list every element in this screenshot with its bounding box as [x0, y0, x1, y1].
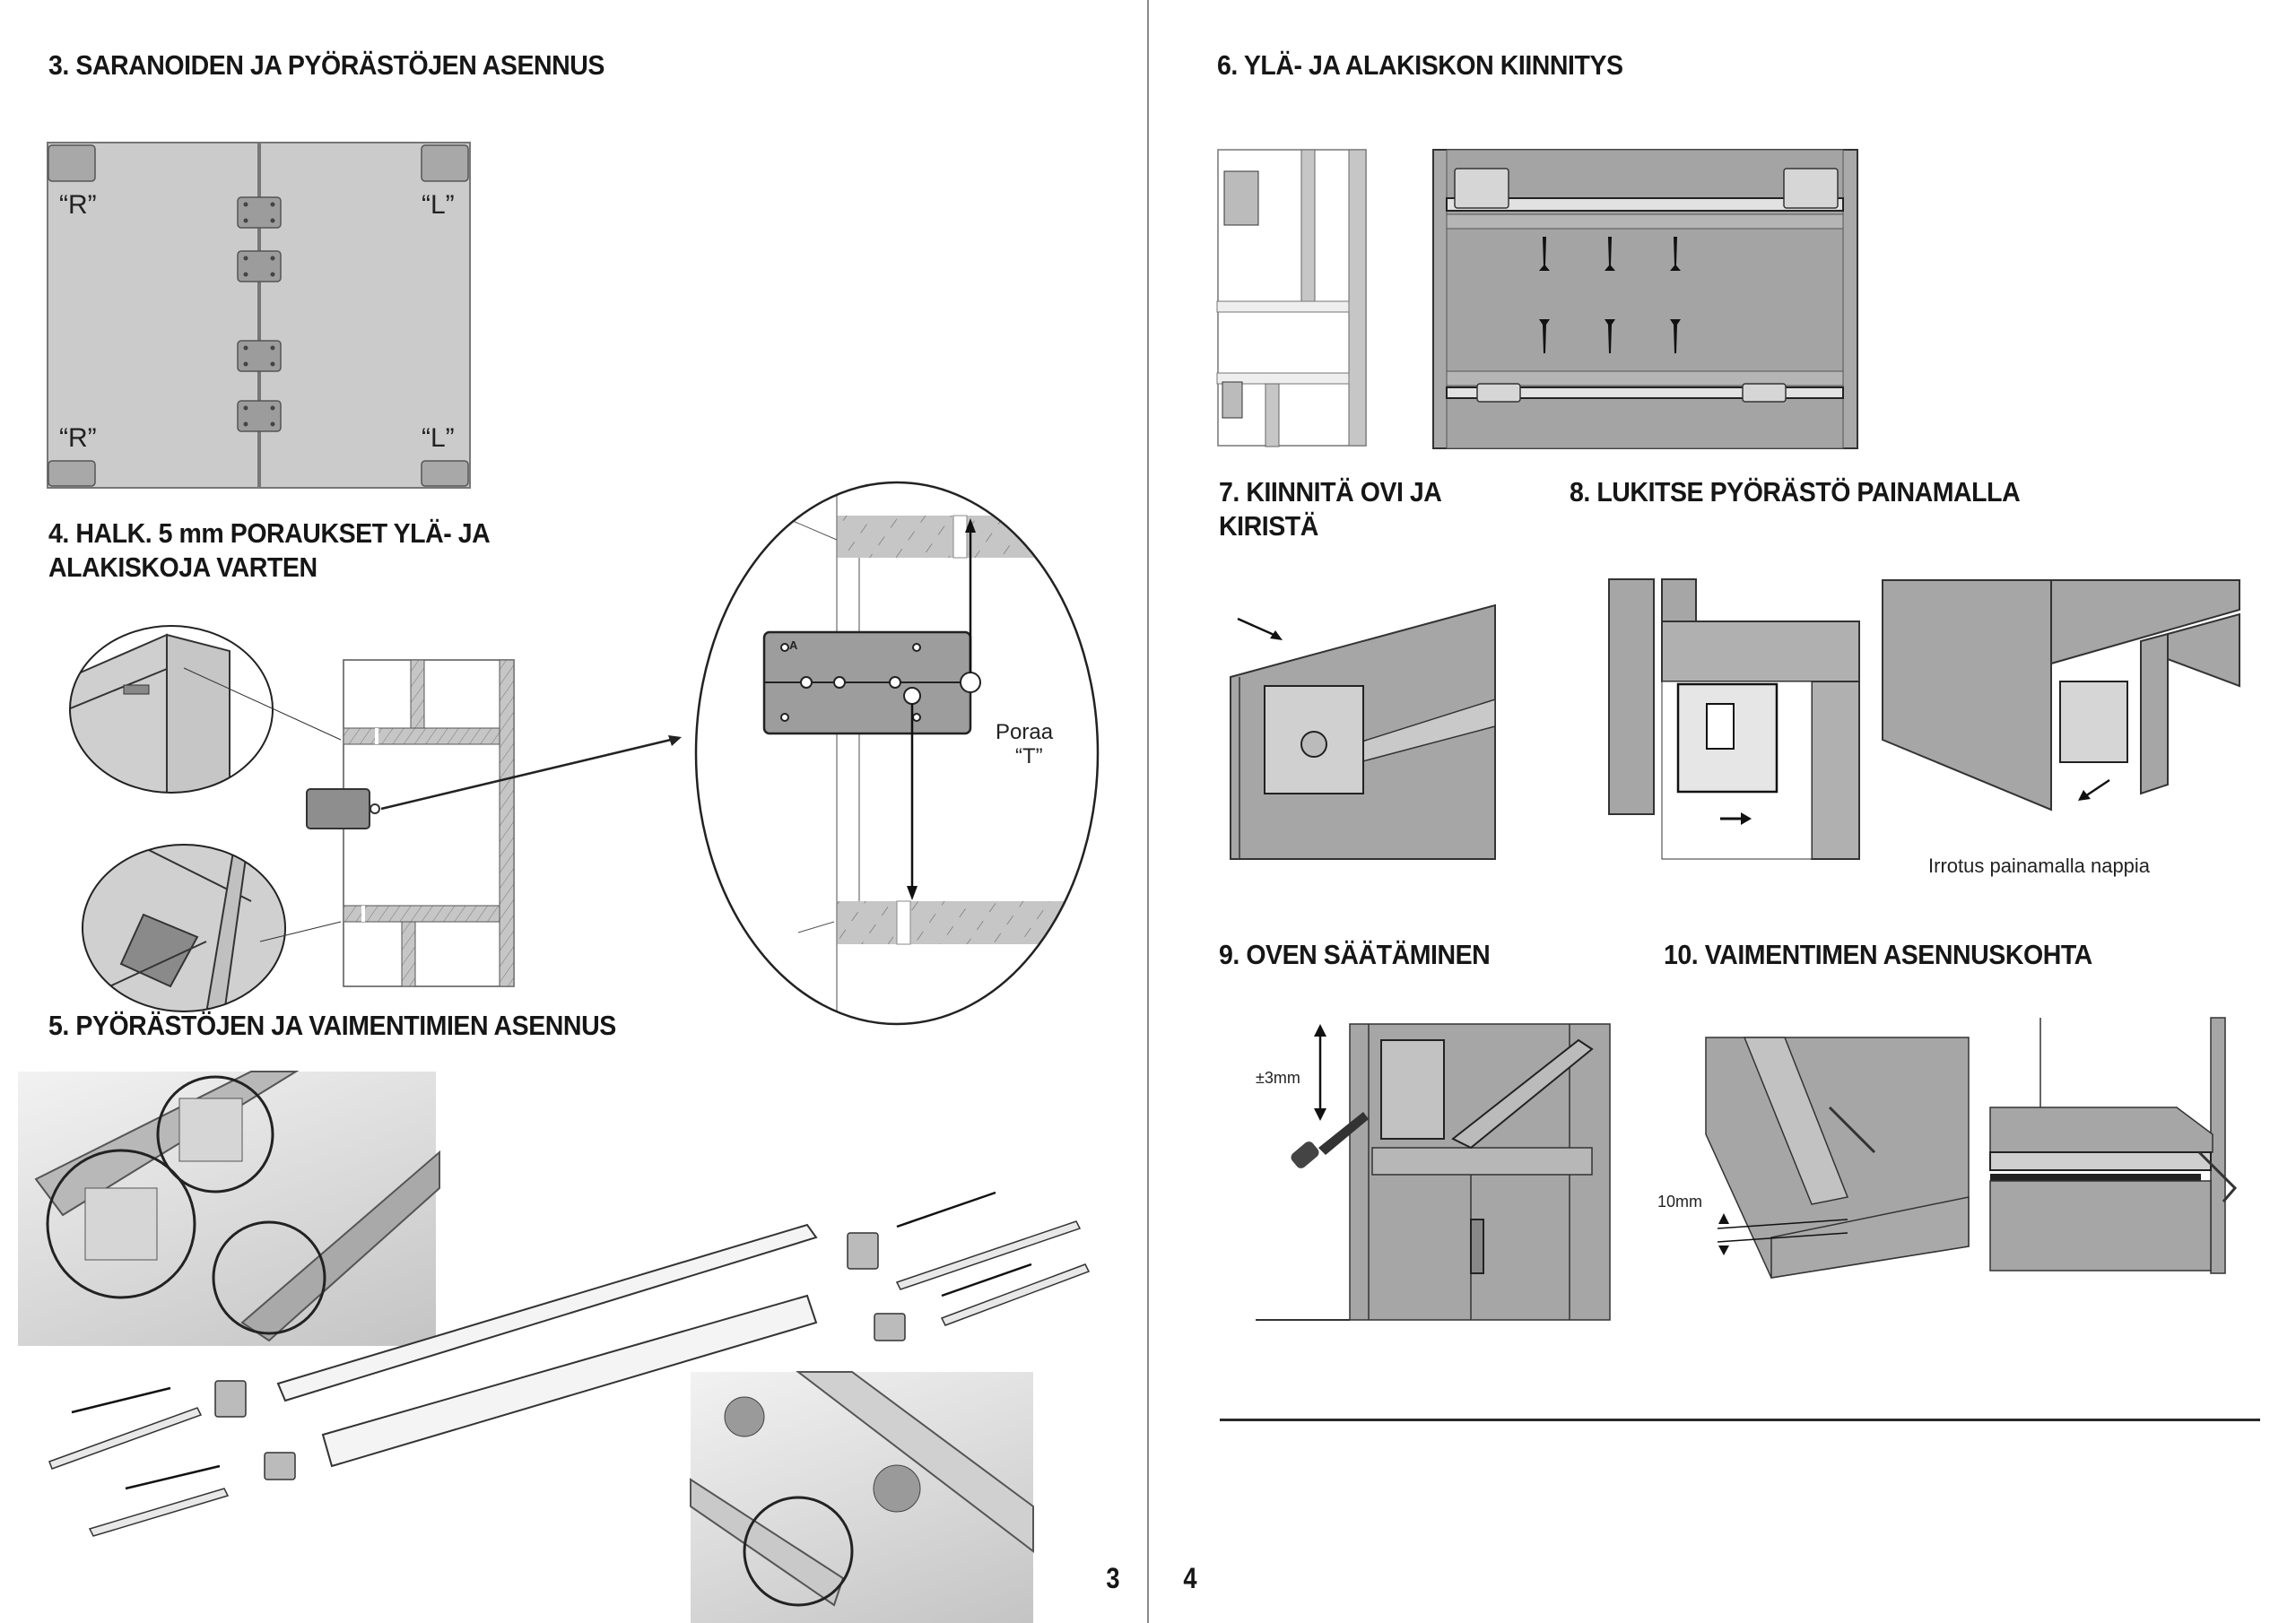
section-7-title-line1: 7. KIINNITÄ OVI JA	[1219, 476, 1442, 508]
section-4-title-line2: ALAKISKOJA VARTEN	[48, 551, 317, 583]
label-left-bottom: “L”	[422, 423, 455, 453]
hinge-icon	[237, 196, 282, 432]
door-adjust-illustration	[1256, 1023, 1611, 1321]
section-9-title: 9. OVEN SÄÄTÄMINEN	[1219, 939, 1491, 970]
damper-position-illustration	[1705, 1037, 1970, 1279]
label-right-bottom: “R”	[59, 423, 97, 453]
drill-template-detail	[694, 481, 1100, 1026]
door-attach-illustration	[1230, 603, 1496, 860]
pointer-arrow	[380, 735, 682, 811]
exploded-rail-diagram	[48, 1191, 1091, 1537]
adjust-range-label: ±3mm	[1256, 1069, 1300, 1087]
wall-section-diagram	[183, 659, 515, 987]
rail-side-section	[1216, 149, 1367, 447]
inset-top-cabinet	[69, 625, 274, 794]
section-7-title-line2: KIRISTÄ	[1219, 510, 1318, 542]
hinge-door-diagram	[47, 142, 471, 489]
section-4-title-line1: 4. HALK. 5 mm PORAUKSET YLÄ- JA	[48, 517, 491, 549]
drill-label-t: “T”	[1015, 744, 1043, 768]
release-caption: Irrotus painamalla nappia	[1928, 855, 2151, 877]
distance-label: 10mm	[1657, 1193, 1703, 1211]
section-10-title: 10. VAIMENTIMEN ASENNUSKOHTA	[1664, 939, 2092, 970]
section-6-title: 6. YLÄ- JA ALAKISKON KIINNITYS	[1217, 49, 1623, 81]
section-8-title: 8. LUKITSE PYÖRÄSTÖ PAINAMALLA	[1570, 476, 2021, 508]
label-right-top: “R”	[59, 190, 97, 220]
damper-photo	[690, 1371, 1034, 1623]
template-mark-a: A	[789, 638, 798, 652]
roller-assembly-photo	[18, 1071, 440, 1346]
damper-installed-illustration	[1989, 1017, 2238, 1274]
page-number-left: 3	[1106, 1562, 1120, 1594]
label-left-top: “L”	[422, 190, 455, 220]
lock-section-illustration	[1608, 578, 1860, 860]
horizontal-rule	[1220, 1419, 2260, 1421]
section-3-title: 3. SARANOIDEN JA PYÖRÄSTÖJEN ASENNUS	[48, 49, 604, 81]
inset-bottom-cabinet	[82, 844, 286, 1012]
roller-bracket-icon	[48, 144, 469, 487]
section-5-title: 5. PYÖRÄSTÖJEN JA VAIMENTIMIEN ASENNUS	[48, 1010, 616, 1041]
drill-label: Poraa	[996, 720, 1054, 744]
release-button-illustration	[1881, 579, 2240, 812]
page-divider	[1147, 0, 1149, 1623]
page-number-right: 4	[1183, 1562, 1197, 1594]
rail-front-view	[1432, 149, 1858, 449]
